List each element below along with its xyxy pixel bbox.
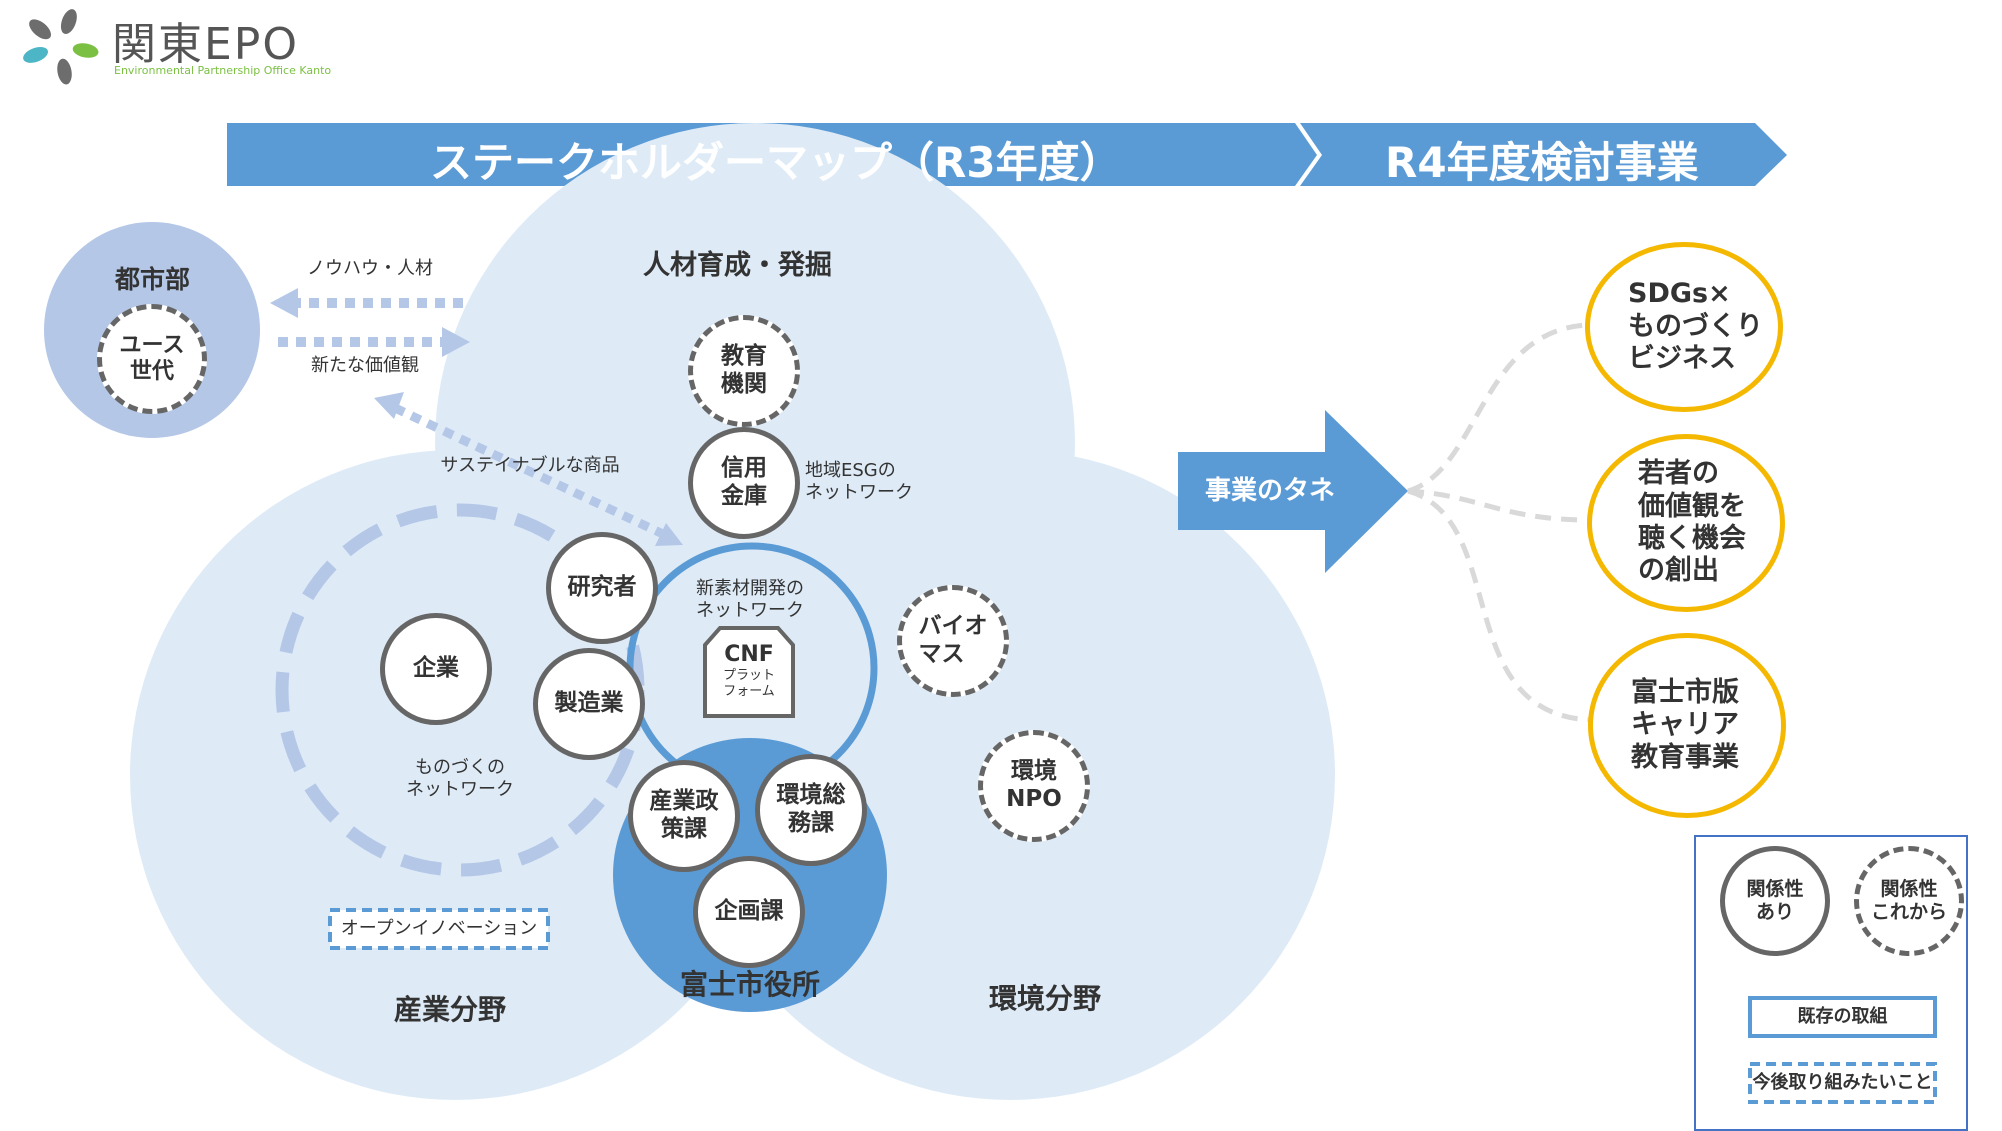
regional-esg-label: 地域ESGの ネットワーク — [805, 460, 913, 503]
talent-area-label: 人材育成・発掘 — [643, 250, 832, 281]
banner-right-arrow — [1300, 123, 1787, 186]
new-values-label: 新たな価値観 — [311, 355, 419, 376]
arrow-new-values-head — [442, 327, 470, 357]
logo-subtitle: Environmental Partnership Office Kanto — [114, 64, 332, 77]
open-innovation-box — [328, 908, 550, 950]
legend-existing-effort-label: 既存の取組 — [1797, 1006, 1888, 1027]
cnf-sub: プラット フォーム — [722, 668, 775, 699]
youth-node: ユース 世代 — [97, 304, 207, 414]
industry-area-label: 産業分野 — [393, 993, 506, 1026]
legend-future-effort-box — [1748, 1062, 1937, 1104]
connector-outcome-3 — [1407, 488, 1593, 723]
logo: 関東EPO Environmental Partnership Office K… — [20, 6, 360, 86]
seeds-label: 事業のタネ — [1204, 476, 1335, 506]
seeds-arrow — [1178, 410, 1408, 573]
legend-future-relation: 関係性 これから — [1854, 846, 1964, 956]
connector-outcome-1 — [1407, 322, 1589, 494]
arrow-sustainable — [393, 403, 667, 540]
outcome-sdgs-node: SDGs× ものづくり ビジネス — [1585, 242, 1783, 412]
monozukuri-network-label: ものづくの ネットワーク — [406, 757, 514, 800]
banner-left-title: ステークホルダーマップ（R3年度） — [430, 138, 1122, 187]
planning-node: 企画課 — [693, 856, 805, 968]
legend-future-effort-label: 今後取り組みたいこと — [1752, 1072, 1933, 1093]
legend-existing-relation: 関係性 あり — [1720, 846, 1830, 956]
manufacturing-node: 製造業 — [533, 648, 645, 760]
city-hall-label: 富士市役所 — [679, 968, 820, 1001]
env-npo-node: 環境 NPO — [978, 730, 1090, 842]
outcome-youth-values-node: 若者の 価値観を 聴く機会 の創出 — [1587, 434, 1785, 612]
arrow-knowhow-head — [270, 288, 298, 318]
company-node: 企業 — [380, 613, 492, 725]
knowhow-label: ノウハウ・人材 — [307, 258, 433, 279]
arrow-sustainable-head-start — [374, 392, 404, 419]
open-innovation-label: オープンイノベーション — [340, 918, 538, 939]
sustainable-label: サステイナブルな商品 — [440, 455, 620, 476]
environment-area-label: 環境分野 — [988, 982, 1101, 1015]
credit-union-node: 信用 金庫 — [688, 427, 800, 539]
industry-policy-node: 産業政 策課 — [628, 760, 740, 872]
new-material-network-label: 新素材開発の ネットワーク — [696, 578, 804, 621]
banner-right-title: R4年度検討事業 — [1385, 138, 1699, 187]
biomass-node: バイオ マス — [897, 585, 1009, 697]
researcher-node: 研究者 — [546, 532, 658, 644]
legend-existing-effort-box — [1748, 996, 1937, 1038]
connector-outcome-2 — [1407, 488, 1591, 523]
arrow-sustainable-head-end — [655, 523, 683, 546]
logo-brand: 関東EPO — [112, 19, 299, 70]
urban-label: 都市部 — [114, 265, 190, 294]
cnf-title: CNF — [724, 642, 774, 667]
logo-mark-icon — [23, 9, 99, 85]
cnf-platform-shape — [703, 626, 795, 718]
env-general-node: 環境総 務課 — [755, 754, 867, 866]
education-node: 教育 機関 — [688, 315, 800, 427]
outcome-career-education-node: 富士市版 キャリア 教育事業 — [1588, 633, 1786, 818]
